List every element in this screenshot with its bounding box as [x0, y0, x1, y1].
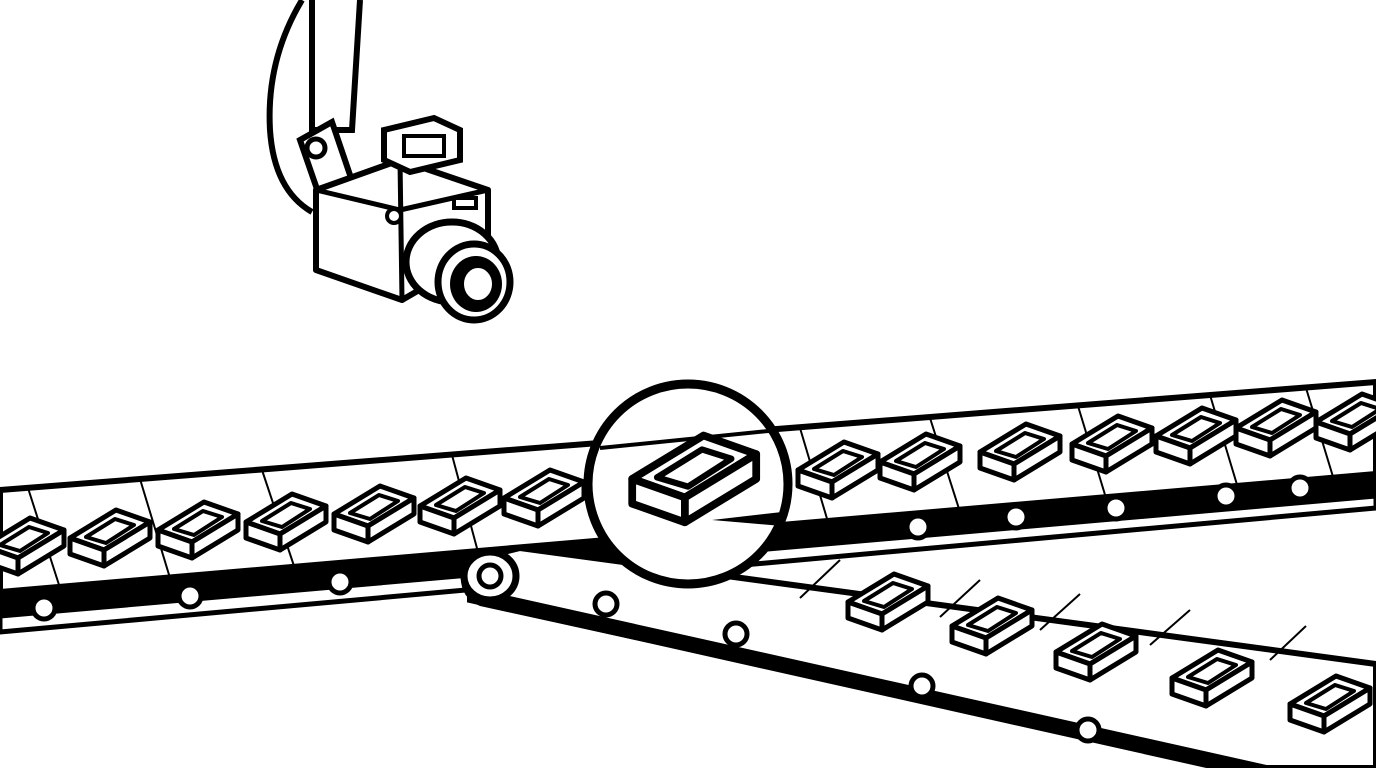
roller — [1005, 506, 1027, 528]
roller — [1105, 497, 1127, 519]
roller — [911, 675, 933, 697]
roller — [1215, 485, 1237, 507]
roller — [595, 593, 617, 615]
magnifier-circle-icon — [583, 379, 793, 589]
lower-conveyor-belt — [460, 544, 1376, 768]
roller — [907, 516, 929, 538]
roller — [179, 585, 201, 607]
roller — [725, 623, 747, 645]
roller — [329, 571, 351, 593]
roller — [33, 597, 55, 619]
roller — [1077, 719, 1099, 741]
roller — [1289, 477, 1311, 499]
inspection-camera-icon — [266, 0, 514, 324]
